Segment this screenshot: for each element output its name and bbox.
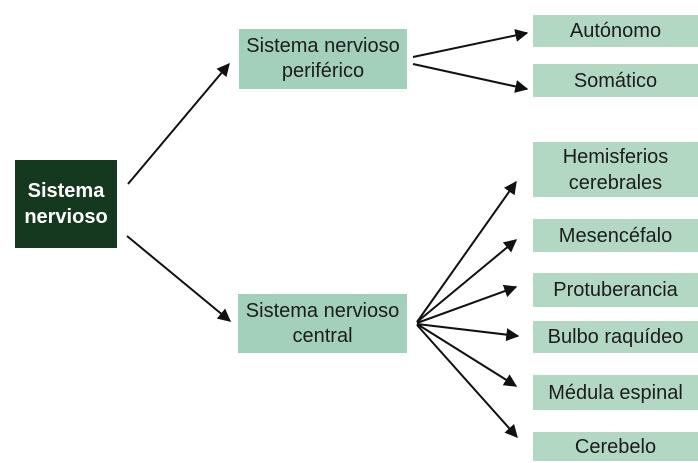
node-mesencefalo: Mesencéfalo (533, 219, 698, 252)
node-autonomo: Autónomo (533, 15, 698, 47)
node-somatico: Somático (533, 64, 698, 97)
node-sistema-nervioso-periferico: Sistema nervioso periférico (239, 29, 407, 89)
node-cerebelo: Cerebelo (533, 432, 698, 461)
arrow-central-to-medula (416, 323, 518, 387)
arrow-central-to-cerebelo (416, 324, 518, 438)
arrow-periferico-to-somatico (412, 63, 529, 93)
node-sistema-nervioso-central: Sistema nervioso central (238, 294, 407, 353)
arrow-central-to-protuberancia (416, 284, 518, 324)
arrow-root-to-central (126, 235, 232, 322)
node-hemisferios-cerebrales: Hemisferios cerebrales (533, 142, 698, 197)
node-sistema-nervioso: Sistema nervioso (15, 160, 117, 248)
node-bulbo-raquideo: Bulbo raquídeo (533, 321, 698, 353)
arrow-periferico-to-autonomo (412, 29, 529, 58)
node-medula-espinal: Médula espinal (533, 375, 698, 410)
arrow-central-to-mesencefalo (416, 239, 518, 323)
arrow-central-to-bulbo (416, 323, 520, 342)
arrow-root-to-periferico (127, 63, 230, 185)
node-protuberancia: Protuberancia (533, 273, 698, 307)
arrow-central-to-hemisferios (416, 180, 517, 323)
